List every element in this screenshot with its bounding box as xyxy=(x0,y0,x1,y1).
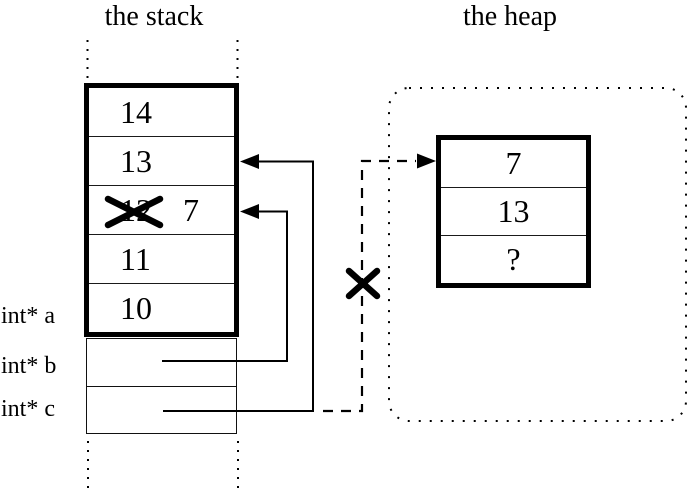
stack-value: 10 xyxy=(120,289,152,326)
heap-cell-question: ? xyxy=(441,236,586,283)
crossed-out-value: 12 xyxy=(120,191,152,228)
heap-value: 7 xyxy=(505,145,522,181)
stack-cell-11: 11 xyxy=(89,235,234,284)
cell-int-c xyxy=(87,387,236,434)
heap-value: ? xyxy=(506,241,521,277)
arrow-c-to-stack-13-head xyxy=(240,154,259,169)
stack-title: the stack xyxy=(104,1,204,32)
heap-box: 7 13 ? xyxy=(436,135,591,288)
heap-cell-13: 13 xyxy=(441,188,586,236)
dashed-arrow-to-heap-line xyxy=(323,159,416,413)
arrow-b-to-stack-7-head xyxy=(240,204,259,219)
cell-int-b xyxy=(87,339,236,387)
crossout-x-dangling-pointer-icon xyxy=(345,267,381,300)
stack-cell-14: 14 xyxy=(89,88,234,137)
label-int-c: int* c xyxy=(1,396,55,422)
label-int-a: int* a xyxy=(1,303,55,329)
overwrite-value: 7 xyxy=(183,191,199,228)
stack-cell-12-overwritten: 12 7 xyxy=(89,186,234,235)
heap-value: 13 xyxy=(497,193,530,229)
stack-box: 14 13 12 7 11 10 xyxy=(84,83,239,337)
label-int-b: int* b xyxy=(1,353,57,379)
heap-cell-7: 7 xyxy=(441,140,586,188)
stack-cell-13: 13 xyxy=(89,137,234,186)
stack-value: 11 xyxy=(120,240,151,277)
pointer-variable-cells xyxy=(86,338,237,434)
heap-title: the heap xyxy=(462,1,558,32)
dashed-arrow-to-heap-head xyxy=(417,153,436,169)
stack-value: 13 xyxy=(120,142,152,179)
stack-value: 14 xyxy=(120,93,152,130)
stack-cell-10: 10 xyxy=(89,284,234,332)
